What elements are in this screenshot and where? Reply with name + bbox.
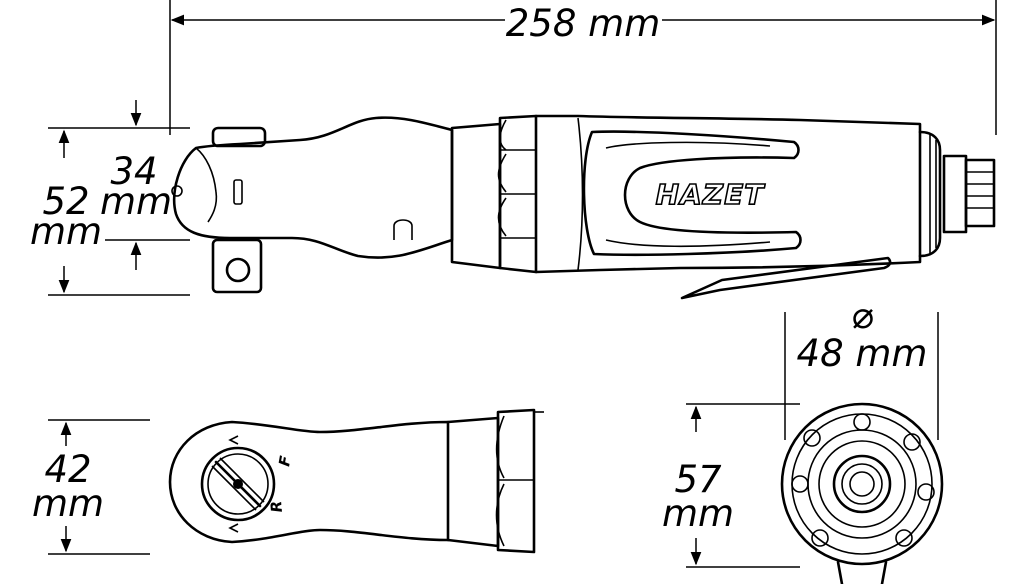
head-width-value: 34	[110, 150, 157, 193]
length-label: 258 mm	[506, 2, 660, 45]
head-height-unit: mm	[32, 482, 104, 525]
side-view: HAZET	[171, 114, 996, 300]
diameter-dimension: ⌀ 48 mm	[784, 294, 939, 440]
length-dimension: 258 mm	[169, 0, 997, 135]
head-height-value: 42	[44, 448, 91, 491]
rear-height-value: 57	[674, 458, 722, 501]
height-value: 52	[42, 180, 89, 223]
height-unit: mm	[30, 210, 102, 253]
direction-reverse: R	[267, 500, 286, 513]
rear-view	[780, 402, 944, 584]
top-height-dimension: 42 mm	[32, 419, 150, 555]
diameter-symbol: ⌀	[851, 294, 873, 337]
rear-height-unit: mm	[662, 492, 734, 535]
rear-height-dimension: 57 mm	[662, 403, 800, 568]
top-view: F R	[168, 408, 544, 554]
diameter-label: 48 mm	[797, 332, 928, 375]
brand-logo: HAZET	[656, 178, 766, 211]
direction-forward: F	[275, 454, 295, 468]
head-width-unit: mm	[100, 180, 172, 223]
side-height-dimensions: 34 mm 52 mm	[30, 100, 190, 296]
